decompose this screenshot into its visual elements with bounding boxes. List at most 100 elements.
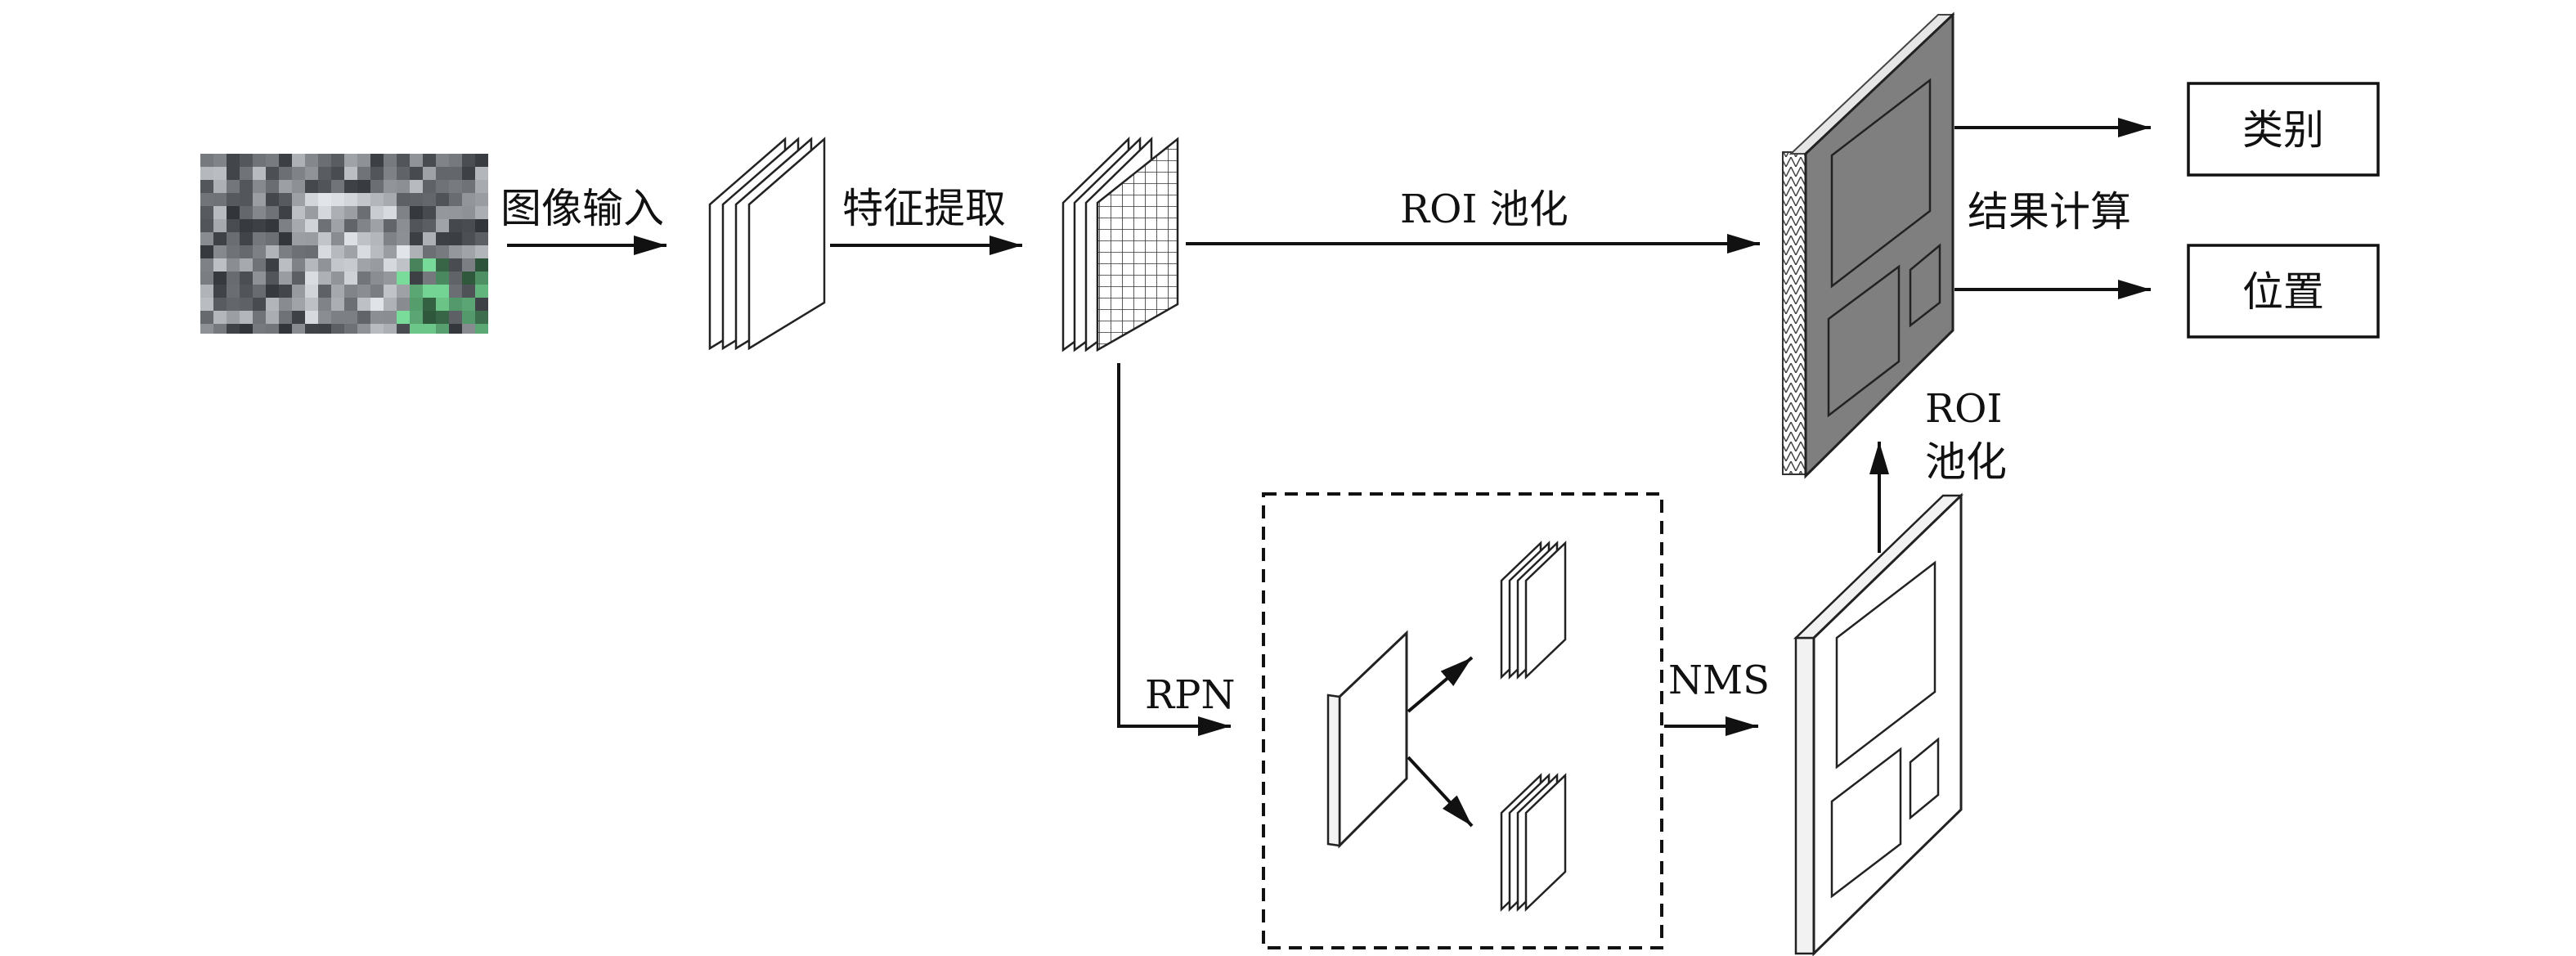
input-image-pixel: [305, 298, 318, 311]
input-image-pixel: [292, 154, 305, 167]
input-image-pixel: [423, 180, 436, 193]
input-image-pixel: [449, 272, 462, 285]
input-image-pixel: [370, 232, 384, 245]
input-image-pixel: [305, 311, 318, 324]
input-image-pixel: [344, 219, 357, 232]
input-image-pixel: [213, 258, 227, 272]
input-image-pixel: [213, 324, 227, 334]
input-image-pixel: [292, 219, 305, 232]
input-image-pixel: [305, 219, 318, 232]
input-image-pixel: [266, 272, 279, 285]
input-image-pixel: [357, 258, 370, 272]
input-image-pixel: [200, 258, 213, 272]
input-image-pixel: [331, 298, 344, 311]
label-roi-pooling-side-1: ROI: [1925, 386, 2002, 432]
input-image-pixel: [462, 285, 475, 298]
input-image-pixel: [410, 245, 423, 258]
input-image-pixel: [266, 154, 279, 167]
rpn-cls-stack: [1500, 541, 1567, 680]
input-image-pixel: [279, 245, 292, 258]
input-image-pixel: [436, 298, 449, 311]
input-image-pixel: [410, 232, 423, 245]
input-image-pixel: [449, 193, 462, 206]
input-image-pixel: [384, 206, 397, 219]
input-image-pixel: [357, 272, 370, 285]
label-image-input: 图像输入: [500, 185, 664, 232]
input-image-pixel: [449, 154, 462, 167]
input-image-pixel: [436, 180, 449, 193]
input-image-pixel: [449, 180, 462, 193]
input-image-pixel: [475, 298, 488, 311]
input-image-pixel: [213, 193, 227, 206]
input-image: [200, 154, 488, 334]
input-image-pixel: [384, 180, 397, 193]
input-image-pixel: [384, 258, 397, 272]
label-rpn: RPN: [1145, 672, 1235, 718]
input-image-pixel: [370, 154, 384, 167]
feature-grid-stack: [1061, 137, 1179, 352]
input-image-pixel: [410, 167, 423, 180]
input-image-pixel: [318, 219, 331, 232]
input-image-pixel: [370, 219, 384, 232]
input-image-pixel: [318, 298, 331, 311]
input-image-pixel: [410, 311, 423, 324]
input-image-pixel: [266, 324, 279, 334]
input-image-pixel: [462, 258, 475, 272]
input-image-pixel: [305, 154, 318, 167]
input-image-pixel: [331, 219, 344, 232]
input-image-pixel: [266, 167, 279, 180]
input-image-pixel: [462, 167, 475, 180]
input-image-pixel: [423, 232, 436, 245]
input-image-pixel: [344, 298, 357, 311]
input-image-pixel: [227, 258, 240, 272]
input-image-pixel: [423, 324, 436, 334]
input-image-pixel: [475, 272, 488, 285]
input-image-pixel: [384, 298, 397, 311]
input-image-pixel: [266, 206, 279, 219]
input-image-pixel: [318, 167, 331, 180]
input-image-pixel: [475, 285, 488, 298]
input-image-pixel: [213, 154, 227, 167]
conv-layers-stack: [708, 137, 826, 351]
input-image-pixel: [384, 232, 397, 245]
input-image-pixel: [318, 258, 331, 272]
input-image-pixel: [397, 298, 410, 311]
input-image-pixel: [462, 324, 475, 334]
input-image-pixel: [227, 193, 240, 206]
input-image-pixel: [436, 219, 449, 232]
input-image-pixel: [423, 272, 436, 285]
input-image-pixel: [475, 167, 488, 180]
input-image-pixel: [436, 324, 449, 334]
input-image-pixel: [279, 272, 292, 285]
input-image-pixel: [227, 206, 240, 219]
input-image-pixel: [200, 167, 213, 180]
input-image-pixel: [462, 245, 475, 258]
input-image-pixel: [253, 272, 266, 285]
input-image-pixel: [436, 245, 449, 258]
input-image-pixel: [331, 167, 344, 180]
input-image-pixel: [200, 154, 213, 167]
input-image-pixel: [423, 245, 436, 258]
input-image-pixel: [253, 258, 266, 272]
input-image-pixel: [423, 193, 436, 206]
input-image-pixel: [410, 219, 423, 232]
input-image-pixel: [357, 206, 370, 219]
rpn-dashed-box: [1262, 492, 1663, 949]
input-image-pixel: [318, 154, 331, 167]
input-image-pixel: [449, 245, 462, 258]
input-image-pixel: [240, 311, 253, 324]
input-image-pixel: [462, 298, 475, 311]
input-image-pixel: [370, 167, 384, 180]
input-image-pixel: [213, 206, 227, 219]
input-image-pixel: [397, 193, 410, 206]
input-image-pixel: [279, 154, 292, 167]
input-image-pixel: [240, 285, 253, 298]
input-image-pixel: [227, 154, 240, 167]
input-image-pixel: [357, 219, 370, 232]
input-image-pixel: [253, 298, 266, 311]
input-image-pixel: [305, 324, 318, 334]
input-image-pixel: [240, 272, 253, 285]
input-image-pixel: [397, 167, 410, 180]
input-image-pixel: [410, 180, 423, 193]
input-image-pixel: [318, 193, 331, 206]
